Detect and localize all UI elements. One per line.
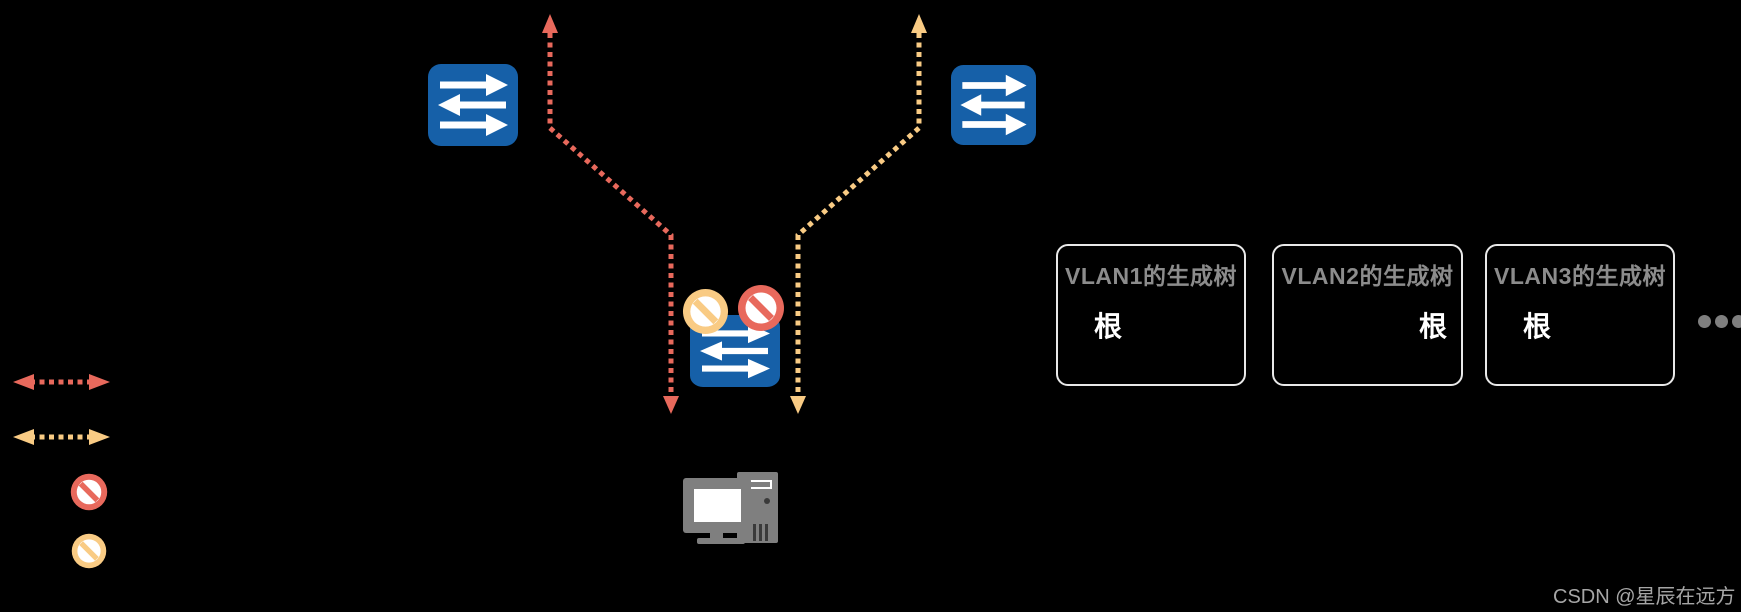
no-entry-yellow-icon xyxy=(682,288,729,335)
yellow-arrowhead-down-icon xyxy=(790,396,806,414)
vlan1-box-title: VLAN1的生成树 xyxy=(1065,263,1237,289)
vlan2-box-title: VLAN2的生成树 xyxy=(1281,263,1454,289)
vlan3-root-label: 根 xyxy=(1523,311,1552,342)
switch-icon-top-right xyxy=(951,65,1036,145)
legend-no-entry-yellow-icon xyxy=(71,533,107,569)
vlan1-spanning-tree-box: VLAN1的生成树 根 xyxy=(1056,244,1246,386)
legend-no-entry-red-icon xyxy=(70,473,108,511)
legend-red-dashed-double-arrow-icon xyxy=(13,374,110,390)
vlan2-spanning-tree-box: VLAN2的生成树 根 xyxy=(1272,244,1463,386)
vlan3-box-title: VLAN3的生成树 xyxy=(1494,263,1666,289)
legend-yellow-dashed-double-arrow-icon xyxy=(13,429,110,445)
switch-icon-middle xyxy=(690,315,780,387)
no-entry-red-icon xyxy=(737,284,785,332)
red-dashed-path xyxy=(542,14,679,414)
red-arrowhead-down-icon xyxy=(663,396,679,414)
vlan2-root-label: 根 xyxy=(1418,311,1447,342)
yellow-dashed-path xyxy=(790,14,927,414)
vlan3-spanning-tree-box: VLAN3的生成树 根 xyxy=(1485,244,1675,386)
red-arrowhead-up-icon xyxy=(542,14,558,33)
switch-icon-top-left xyxy=(428,64,518,146)
yellow-arrowhead-up-icon xyxy=(911,14,927,33)
vlan1-root-label: 根 xyxy=(1094,311,1123,342)
watermark: CSDN @星辰在远方 xyxy=(1553,586,1736,608)
computer-icon xyxy=(683,472,778,544)
